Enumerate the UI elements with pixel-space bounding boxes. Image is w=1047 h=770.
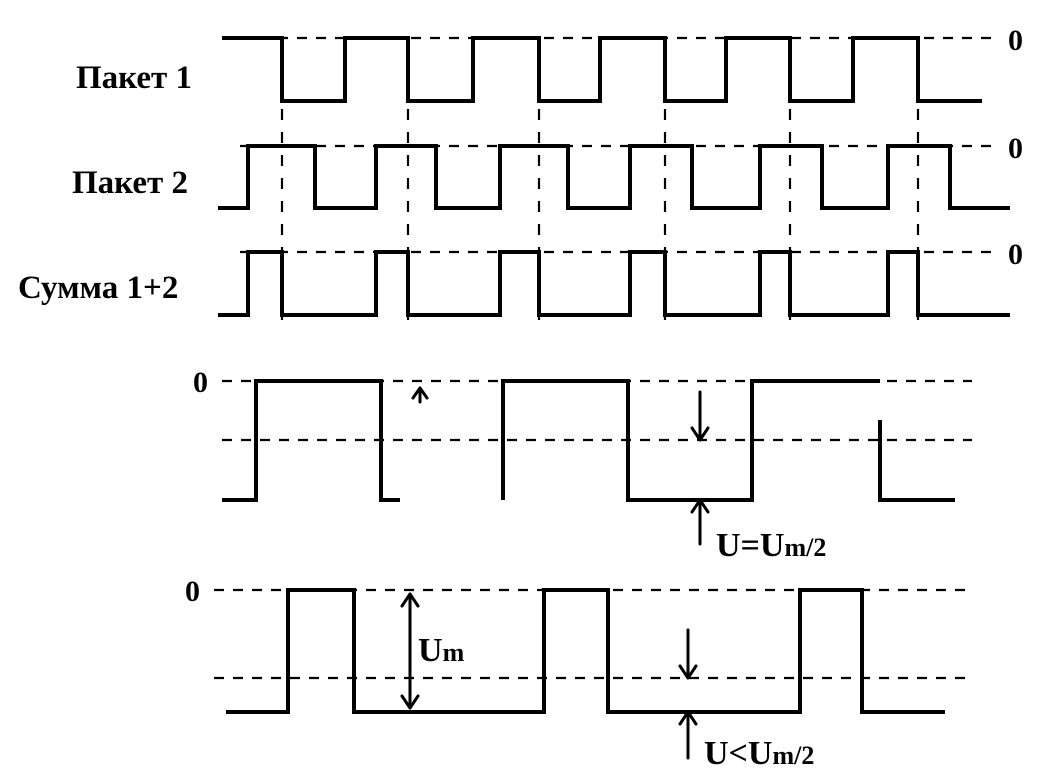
waveform-panel-2 [226,588,945,714]
zero-label-panel-2: 0 [185,575,200,608]
down-arrow-icon-2 [678,628,698,680]
waveform-panel-1-segment-3 [878,420,955,502]
amplitude-arrow-icon [400,592,420,710]
waveform-panel-1-segment-1 [222,379,400,502]
row-label-packet-2: Пакет 2 [72,165,188,201]
up-arrow-icon [690,498,710,546]
amplitude-label: Um [418,632,465,669]
row-label-sum: Сумма 1+2 [18,270,178,306]
waveform-panel-1-segment-2 [501,379,880,502]
annotation-panel-1: U=Um/2 [716,527,826,564]
waveform-packet-2 [218,144,1010,210]
annotation-panel-2: U<Um/2 [704,735,814,770]
zero-label-panel-1: 0 [193,366,208,399]
alignment-guides [280,40,920,320]
up-arrow-icon-2 [678,710,698,760]
waveform-sum [218,250,1010,317]
small-arrow-icon [411,386,429,404]
zero-label-sum: 0 [1008,238,1023,271]
down-arrow-icon [690,390,710,442]
waveform-packet-1 [222,36,982,103]
zero-label-packet-1: 0 [1008,24,1023,57]
zero-label-packet-2: 0 [1008,132,1023,165]
row-label-packet-1: Пакет 1 [76,60,192,96]
